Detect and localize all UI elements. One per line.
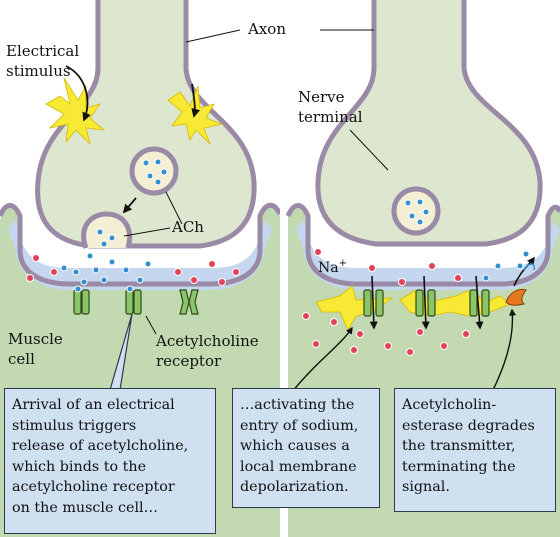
ach-receptor-closed [179,289,199,315]
ach-receptor-line-1: Acetylcholine [155,332,259,350]
stimulus-arrow-right [191,83,201,118]
synaptic-cleft-right [296,220,560,290]
acetylcholinesterase-enzyme [505,289,527,306]
nerve-terminal-line-1: Nerve [298,88,345,106]
ach-receptor-line-2: receptor [156,352,222,370]
nerve-terminal-right [315,0,543,247]
caption-step-1: Arrival of an electrical stimulus trigge… [4,388,216,534]
caption-pointer-1 [109,313,133,391]
ach-receptor-label: Acetylcholine receptor [155,332,263,370]
vesicle-move-arrow [122,197,137,214]
acetylcholine-molecules-left [60,228,152,286]
caption-pointer-2 [291,326,353,393]
caption-step-2: …activating the entry of sodium, which c… [232,388,380,508]
nerve-terminal-left [35,0,257,249]
na-label-symbol: Na [318,260,339,276]
ach-receptor-2 [125,285,142,315]
ach-label: ACh [171,218,204,236]
vesicle-upper-left [129,146,179,196]
ach-receptor-open-1 [363,289,384,317]
na-label: Na+ [318,258,347,276]
fragment-curl [523,263,536,271]
vesicle-right [391,186,441,236]
axon-label: Axon [247,20,286,38]
ach-receptor-1 [73,285,90,315]
ach-receptor-open-3 [469,289,490,317]
caption-pointer-3 [491,308,517,393]
acetylcholine-molecules-right [482,250,530,282]
electrical-stimulus-label: Electrical stimulus [6,42,84,80]
nerve-terminal-line-2: terminal [298,108,363,126]
stimulus-arrow-left [65,65,91,122]
electrical-stimulus-line-1: Electrical [6,42,79,60]
panel-divider [280,0,288,537]
sodium-ions-right [302,248,470,356]
electrical-stimulus-line-2: stimulus [6,62,71,80]
sodium-entry-arrow-2 [421,275,430,330]
ach-receptor-open-2 [415,289,436,317]
muscle-cell-label: Muscle cell [8,330,68,368]
sodium-ions-left [26,254,240,286]
caption-step-3: Acetylcholin- esterase degrades the tran… [394,388,556,512]
nerve-terminal-label: Nerve terminal [298,88,363,126]
muscle-membrane-right [285,203,560,287]
sodium-entry-arrow-3 [475,275,484,330]
sodium-entry-arrow-1 [369,275,378,330]
vesicle-fusing [81,211,132,249]
muscle-cell-line-1: Muscle [8,330,63,348]
muscle-cell-line-2: cell [8,350,35,368]
na-label-charge: + [339,258,347,269]
muscle-membrane-left [0,202,283,287]
